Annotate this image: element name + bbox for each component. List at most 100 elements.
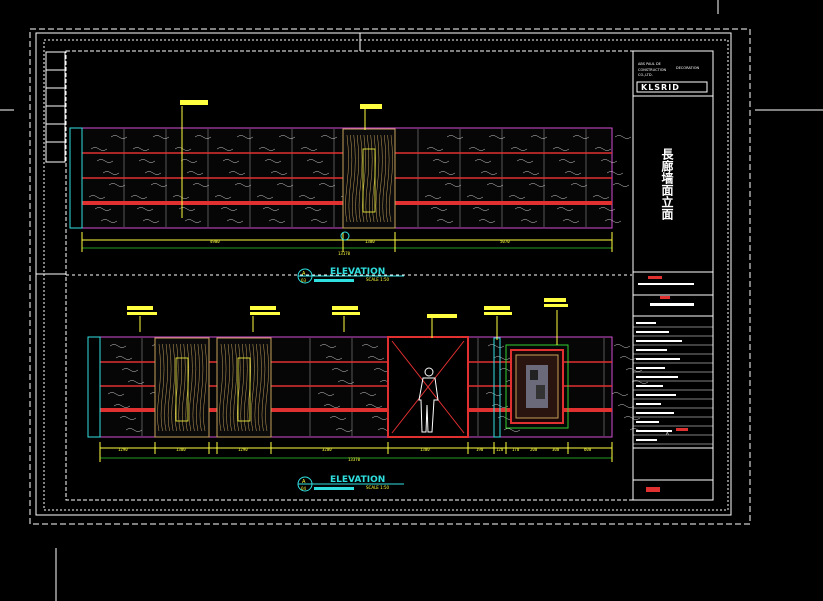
marble-vein xyxy=(478,219,496,223)
wood-grain-line xyxy=(189,343,193,432)
marble-vein xyxy=(552,147,570,151)
marble-vein xyxy=(598,207,616,211)
marble-vein xyxy=(474,159,492,163)
bottom-dim-8: 170 xyxy=(512,447,520,452)
marble-vein xyxy=(329,416,347,420)
marble-vein xyxy=(325,356,343,360)
company-logo: KLSRID xyxy=(641,83,680,92)
marble-vein xyxy=(127,380,145,384)
marble-vein xyxy=(278,135,296,139)
marble-vein xyxy=(132,147,150,151)
marble-vein xyxy=(331,368,349,372)
marble-vein xyxy=(361,344,379,348)
wood-grain-line xyxy=(192,343,197,432)
top-elevation-scale: SCALE 1:50 xyxy=(366,277,390,282)
bottom-dim-4: 3200 xyxy=(322,447,332,452)
title-block-row-text xyxy=(636,376,678,378)
wood-grain-line xyxy=(258,343,262,432)
wood-grain-line xyxy=(389,134,393,223)
wood-grain-line xyxy=(178,343,182,432)
marble-vein xyxy=(486,183,504,187)
marble-vein xyxy=(142,219,160,223)
wood-grain-line xyxy=(160,343,165,432)
bottom-dim-1: 1290 xyxy=(118,447,128,452)
marble-vein xyxy=(487,344,505,348)
bottom-door-grain xyxy=(157,343,269,432)
wood-grain-line xyxy=(247,343,252,432)
marble-vein xyxy=(304,207,322,211)
marble-vein xyxy=(318,183,336,187)
marble-vein xyxy=(564,171,582,175)
wood-grain-line xyxy=(254,343,259,432)
title-block-row-text xyxy=(636,412,674,414)
marble-vein xyxy=(138,159,156,163)
marble-vein xyxy=(180,159,198,163)
title-block-row-text xyxy=(636,340,682,342)
marble-vein xyxy=(611,392,629,396)
marble-vein xyxy=(194,135,212,139)
marble-vein xyxy=(108,183,126,187)
title-block-row-text xyxy=(636,367,665,369)
wood-grain-line xyxy=(199,343,204,432)
marble-vein xyxy=(493,356,511,360)
marble-vein xyxy=(432,159,450,163)
marble-vein xyxy=(119,416,137,420)
wood-grain-line xyxy=(345,134,349,223)
marble-vein xyxy=(468,147,486,151)
marble-vein xyxy=(335,428,353,432)
marble-vein xyxy=(306,159,324,163)
wood-grain-line xyxy=(157,343,161,432)
marble-vein xyxy=(550,195,568,199)
marble-vein xyxy=(625,368,643,372)
marble-vein xyxy=(96,159,114,163)
marble-vein xyxy=(359,392,377,396)
marble-vein xyxy=(319,344,337,348)
wood-grain-line xyxy=(236,343,241,432)
title-block-row-text xyxy=(636,430,672,432)
title-block-row-text xyxy=(636,439,657,441)
marble-vein xyxy=(558,159,576,163)
wood-grain-line xyxy=(203,343,207,432)
door-inlay xyxy=(175,357,189,422)
marble-vein xyxy=(310,219,328,223)
marble-vein xyxy=(510,147,528,151)
marble-vein xyxy=(570,183,588,187)
bottom-elevation-label: ELEVATION xyxy=(330,475,385,485)
company-line-4: CO.,LTD. xyxy=(638,73,653,77)
marble-vein xyxy=(520,219,538,223)
marble-vein xyxy=(270,171,288,175)
wood-grain-line xyxy=(167,343,172,432)
left-title-strip xyxy=(45,51,66,163)
elevation-tag-bottom xyxy=(297,476,404,492)
title-block-row-text xyxy=(636,358,680,360)
title-block-row-text xyxy=(636,394,676,396)
wood-grain-line xyxy=(229,343,234,432)
marble-vein xyxy=(436,219,454,223)
wood-grain-line xyxy=(240,343,244,432)
top-dim-1: 4900 xyxy=(210,239,220,244)
marble-vein xyxy=(152,135,170,139)
marble-vein xyxy=(121,368,139,372)
marble-vein xyxy=(298,195,316,199)
marble-vein xyxy=(109,344,127,348)
bottom-dim-10: 300 xyxy=(552,447,560,452)
marble-vein xyxy=(258,147,276,151)
marble-vein xyxy=(472,207,490,211)
marble-vein xyxy=(90,147,108,151)
title-block xyxy=(632,50,714,501)
bottom-dim-total: 13370 xyxy=(348,457,361,462)
wood-grain-line xyxy=(182,343,186,432)
marble-vein xyxy=(446,135,464,139)
marble-vein xyxy=(220,207,238,211)
marble-vein xyxy=(530,135,548,139)
marble-vein xyxy=(466,195,484,199)
marble-vein xyxy=(619,356,637,360)
wood-grain-line xyxy=(261,343,266,432)
bottom-elevation-scale: SCALE 1:50 xyxy=(366,485,390,490)
wood-grain-line xyxy=(385,134,390,223)
marble-vein xyxy=(488,135,506,139)
marble-vein xyxy=(320,135,338,139)
marble-vein xyxy=(178,207,196,211)
marble-vein xyxy=(236,135,254,139)
